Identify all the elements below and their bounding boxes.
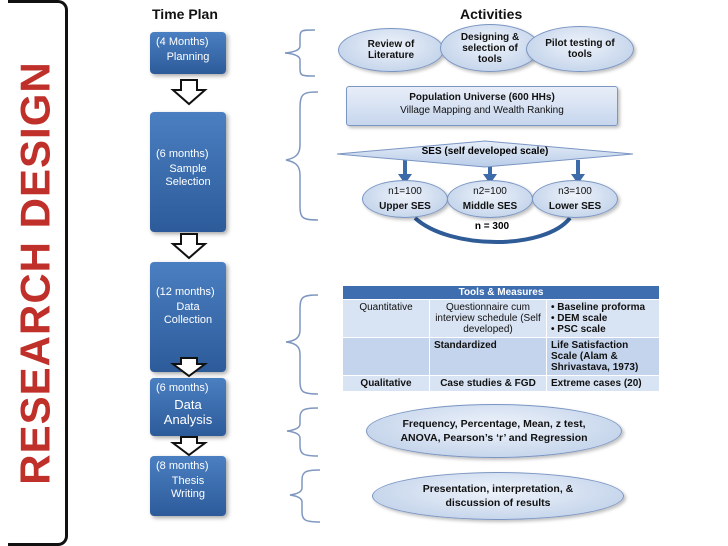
ses-label: SES: [421, 146, 442, 157]
tools-measures-table: Tools & Measures Quantitative Questionna…: [342, 285, 660, 392]
left-frame-bracket: [8, 0, 68, 546]
table-row: Qualitative Case studies & FGD Extreme c…: [342, 375, 660, 392]
bullet-item: Baseline proforma: [551, 302, 655, 313]
ses-sub: (self developed scale): [444, 146, 549, 157]
brace-analysis-icon: [286, 407, 319, 457]
table-title: Tools & Measures: [342, 285, 660, 300]
group-middle-ellipse: n2=100 Middle SES: [447, 180, 533, 218]
group-label: Upper SES: [379, 201, 431, 212]
ses-label-row: SES (self developed scale): [335, 146, 635, 157]
designing-tools-ellipse: Designing & selection of tools: [440, 24, 540, 72]
bullet-item: PSC scale: [551, 324, 655, 335]
brace-sample-icon: [285, 91, 319, 221]
arrow-down-icon: [571, 174, 585, 184]
brace-planning-icon: [284, 29, 316, 77]
phase-duration: (4 Months): [156, 36, 209, 48]
activities-header: Activities: [460, 6, 523, 22]
phase-name: Thesis Writing: [170, 475, 206, 500]
phase-duration: (12 months): [156, 286, 215, 298]
down-arrow-icon: [170, 357, 208, 378]
cell-extreme-cases: Extreme cases (20): [546, 375, 660, 392]
phase-data-analysis: (6 months) Data Analysis: [150, 378, 226, 436]
phase-planning: (4 Months) Planning: [150, 32, 226, 74]
phase-name: Planning: [166, 51, 210, 63]
designing-text: Designing & selection of tools: [460, 31, 520, 65]
universe-title: Population Universe (600 HHs): [409, 92, 555, 103]
bullet-item: DEM scale: [551, 313, 655, 324]
table-row: Quantitative Questionnaire cum interview…: [342, 299, 660, 338]
total-label: n = 300: [474, 221, 510, 232]
review-literature-ellipse: Review of Literature: [338, 28, 444, 72]
pilot-testing-ellipse: Pilot testing of tools: [526, 26, 634, 72]
group-n: n1=100: [388, 186, 422, 197]
group-label: Middle SES: [462, 201, 518, 212]
phase-sample-selection: (6 months) Sample Selection: [150, 112, 226, 232]
group-lower-ellipse: n3=100 Lower SES: [532, 180, 618, 218]
total-curve: [413, 216, 572, 244]
cell-standardized: Standardized: [429, 337, 547, 376]
writing-ellipse: Presentation, interpretation, & discussi…: [372, 472, 624, 520]
phase-name: Data Analysis: [163, 397, 213, 427]
down-arrow-icon: [170, 436, 208, 457]
brace-collection-icon: [285, 294, 319, 395]
review-text: Review of Literature: [367, 39, 415, 61]
cell-bullets: Baseline proforma DEM scale PSC scale: [546, 299, 660, 338]
group-n: n2=100: [473, 186, 507, 197]
cell-qualitative: Qualitative: [342, 375, 430, 392]
phase-name: Sample Selection: [165, 163, 211, 188]
universe-subtitle: Village Mapping and Wealth Ranking: [400, 105, 564, 116]
cell-case-studies: Case studies & FGD: [429, 375, 547, 392]
writing-text: Presentation, interpretation, & discussi…: [422, 483, 574, 509]
phase-duration: (6 months): [156, 382, 209, 394]
analysis-ellipse: Frequency, Percentage, Mean, z test, ANO…: [366, 404, 622, 458]
analysis-text: Frequency, Percentage, Mean, z test, ANO…: [400, 418, 588, 444]
phase-duration: (6 months): [156, 148, 209, 160]
phase-name: Data Collection: [163, 301, 213, 326]
group-label: Lower SES: [548, 201, 602, 212]
table-row: Standardized Life Satisfaction Scale (Al…: [342, 337, 660, 376]
brace-writing-icon: [289, 469, 321, 523]
down-arrow-icon: [170, 233, 208, 260]
phase-duration: (8 months): [156, 460, 209, 472]
ses-diamond-shape: [336, 140, 634, 168]
cell-life-satisfaction: Life Satisfaction Scale (Alam & Shrivast…: [546, 337, 660, 376]
ses-diamond: [336, 140, 634, 168]
population-universe-box: Population Universe (600 HHs) Village Ma…: [346, 86, 618, 126]
group-upper-ellipse: n1=100 Upper SES: [362, 180, 448, 218]
time-plan-header: Time Plan: [152, 6, 218, 22]
down-arrow-icon: [170, 79, 208, 106]
phase-thesis-writing: (8 months) Thesis Writing: [150, 456, 226, 516]
cell-questionnaire: Questionnaire cum interview schedule (Se…: [429, 299, 547, 338]
phase-data-collection: (12 months) Data Collection: [150, 262, 226, 372]
cell-quantitative: Quantitative: [342, 299, 430, 338]
cell-empty: [342, 337, 430, 376]
arrow-down-icon: [398, 174, 412, 184]
arrow-down-icon: [483, 174, 497, 184]
pilot-text: Pilot testing of tools: [545, 38, 615, 60]
group-n: n3=100: [558, 186, 592, 197]
